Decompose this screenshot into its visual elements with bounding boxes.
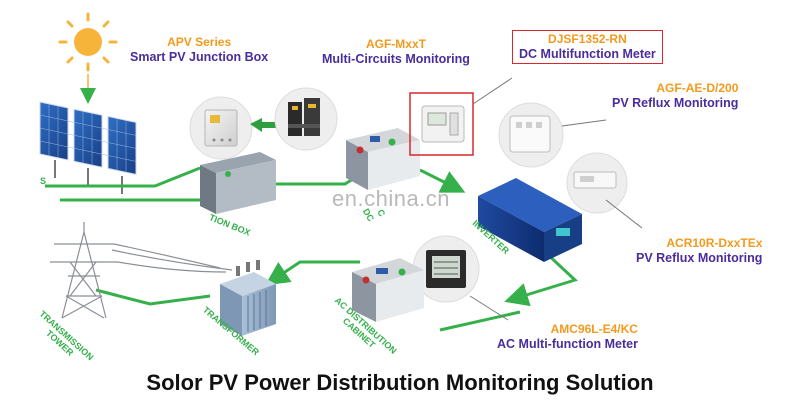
apv-junction-box-image [189, 96, 253, 160]
junction-box [200, 152, 276, 214]
amc-meter-image [412, 235, 480, 303]
acr-callout-line [605, 199, 643, 229]
amc-desc-text: AC Multi-function Meter [497, 336, 638, 351]
watermark: en.china.cn [332, 186, 451, 211]
djsf-desc-text: DC Multifunction Meter [519, 46, 656, 61]
ac-distribution-cabinet [352, 258, 424, 322]
djsf-callout-line [472, 77, 513, 105]
acr-model-text: ACR10R-DxxTEx [666, 236, 763, 250]
agf-ae-model-text: AGF-AE-D/200 [656, 81, 739, 95]
inverter [478, 178, 582, 262]
djsf-highlight-frame [409, 92, 474, 156]
amc-label: AMC96L-E4/KC AC Multi-function Meter [497, 322, 638, 351]
amc-callout-line [469, 295, 509, 321]
amc-model-text: AMC96L-E4/KC [550, 322, 638, 336]
agf-ae-label: AGF-AE-D/200 PV Reflux Monitoring [612, 81, 739, 110]
transformer [220, 260, 276, 336]
djsf-meter-image [421, 105, 465, 143]
apv-series-label: APV Series Smart PV Junction Box [130, 35, 269, 64]
agf-ae-desc-text: PV Reflux Monitoring [612, 95, 739, 110]
apv-model-text: APV Series [167, 35, 232, 49]
djsf-model-text: DJSF1352-RN [548, 32, 627, 46]
left-arrow-icon [250, 118, 276, 132]
acr-meter-image [566, 152, 628, 214]
transmission-tower [50, 222, 233, 319]
sun-icon [58, 12, 118, 72]
acr-label: ACR10R-DxxTEx PV Reflux Monitoring [636, 236, 763, 265]
acr-desc-text: PV Reflux Monitoring [636, 250, 763, 265]
apv-desc-text: Smart PV Junction Box [130, 49, 269, 64]
agf-mxxt-module-image [274, 87, 338, 151]
agf-mxxt-desc-text: Multi-Circuits Monitoring [322, 51, 470, 66]
agf-ae-module-image [498, 102, 564, 168]
page-title: Solor PV Power Distribution Monitoring S… [146, 370, 654, 395]
agf-ae-callout-line [561, 119, 607, 127]
dc-combiner-box [346, 128, 420, 190]
solar-panel-array [39, 101, 137, 194]
djsf-label: DJSF1352-RN DC Multifunction Meter [512, 30, 663, 65]
agf-mxxt-label: AGF-MxxT Multi-Circuits Monitoring [322, 37, 470, 66]
solar-label-fragment: S [40, 176, 47, 186]
agf-mxxt-model-text: AGF-MxxT [365, 37, 426, 51]
